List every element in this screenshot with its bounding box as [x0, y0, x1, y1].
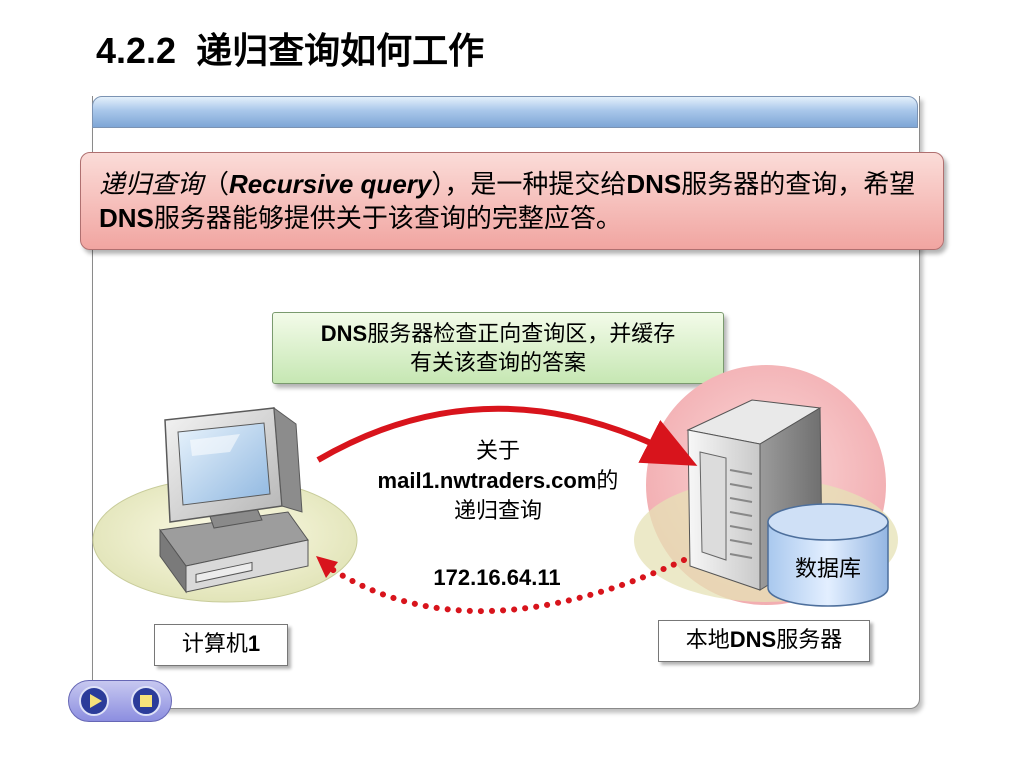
definition-open-paren: （ — [203, 169, 230, 199]
definition-text-2: 服务器的查询，希望 — [681, 169, 916, 199]
query-label-line-1: 关于 — [475, 438, 520, 463]
server-icon — [686, 399, 823, 591]
query-domain-suffix: 的 — [596, 468, 619, 493]
response-arrow-head — [316, 556, 338, 578]
server-note-dns: DNS — [320, 321, 368, 346]
computer-label-box: 计算机1 — [154, 624, 288, 666]
query-label-line-3: 递归查询 — [453, 498, 542, 523]
definition-term: 递归查询 — [99, 169, 204, 199]
computer-icon — [159, 406, 309, 594]
server-label-prefix: 本地 — [685, 627, 730, 652]
definition-dns-1: DNS — [626, 169, 682, 199]
request-arrow — [316, 405, 698, 466]
answer-ip: 172.16.64.11 — [433, 565, 561, 590]
query-label: 关于 mail1.nwtraders.com的 递归查询 — [372, 436, 624, 526]
definition-text-1: ），是一种提交给 — [431, 169, 627, 199]
server-label-suffix: 服务器 — [776, 627, 843, 652]
frame-header-bar — [92, 96, 918, 128]
definition-text-3: 服务器能够提供关于该查询的完整应答。 — [153, 203, 622, 233]
computer-label: 计算机 — [181, 631, 248, 656]
database-label: 数据库 — [794, 556, 861, 581]
server-label-box: 本地DNS服务器 — [658, 620, 870, 662]
play-icon[interactable] — [79, 686, 109, 716]
server-label-dns: DNS — [729, 627, 777, 652]
query-label-line-2: mail1.nwtraders.com的 — [372, 466, 624, 496]
database-icon — [767, 503, 889, 607]
server-note-line-2: 有关该查询的答案 — [409, 350, 586, 375]
computer-number: 1 — [247, 631, 261, 656]
definition-box: 递归查询（Recursive query），是一种提交给DNS服务器的查询，希望… — [80, 152, 944, 250]
slide-number: 4.2.2 — [96, 30, 177, 71]
slide-title: 4.2.2 递归查询如何工作 — [96, 22, 484, 74]
server-note-line-1-text: 服务器检查正向查询区，并缓存 — [367, 321, 676, 346]
stop-icon[interactable] — [131, 686, 161, 716]
server-note-line-1: DNS服务器检查正向查询区，并缓存 — [273, 319, 723, 348]
definition-dns-2: DNS — [99, 203, 154, 233]
definition-term-english: Recursive query — [229, 169, 432, 199]
server-note-box: DNS服务器检查正向查询区，并缓存 有关该查询的答案 — [272, 312, 724, 384]
query-domain: mail1.nwtraders.com — [377, 468, 597, 493]
slide-title-text: 递归查询如何工作 — [196, 30, 485, 71]
slide-nav-controls — [68, 680, 172, 722]
answer-ip-label: 172.16.64.11 — [412, 563, 582, 593]
